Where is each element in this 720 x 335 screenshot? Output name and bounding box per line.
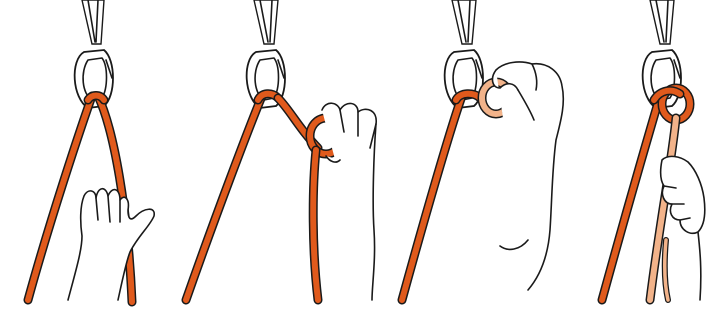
panel-2 (186, 0, 376, 300)
sling-icon (82, 0, 104, 44)
sling-icon (254, 0, 278, 44)
panel-4 (602, 0, 705, 300)
rope-icon (186, 94, 342, 300)
panel-1 (28, 0, 154, 302)
hand-icon (493, 62, 564, 290)
hand-icon (322, 103, 376, 300)
sling-icon (452, 0, 476, 44)
hand-icon (68, 189, 154, 300)
sling-icon (650, 0, 674, 44)
panel-3 (402, 0, 563, 300)
